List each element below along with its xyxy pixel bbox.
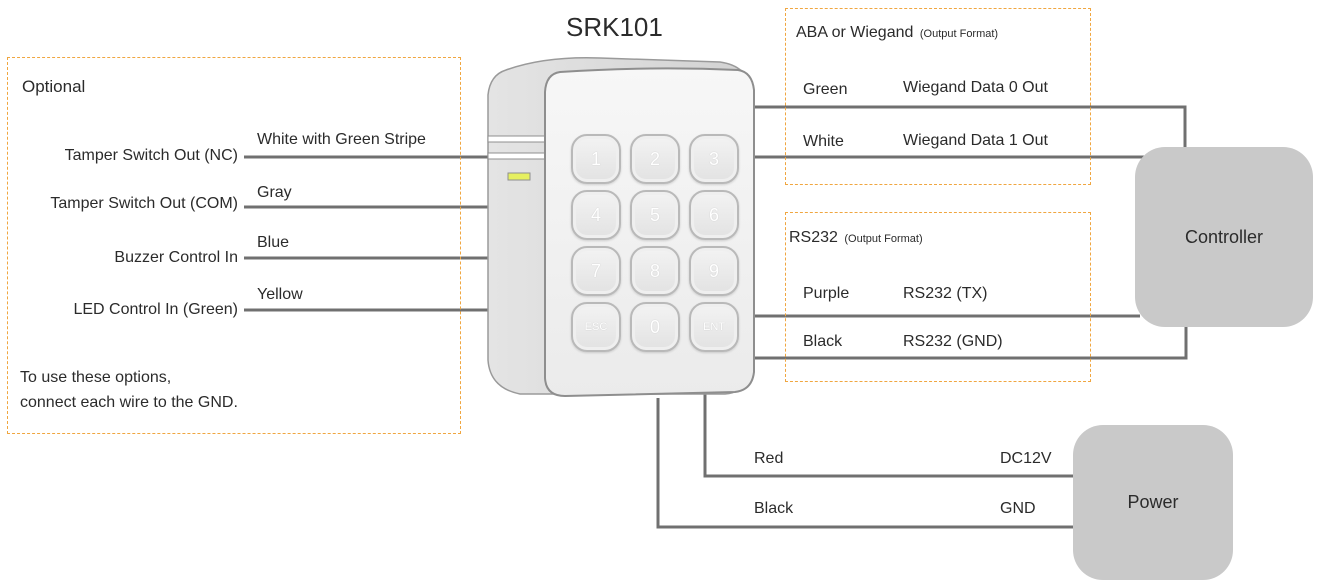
power-box: Power (1073, 425, 1233, 580)
power-wire-red: Red (754, 450, 784, 467)
side-led (507, 172, 531, 181)
wire-power-black (656, 398, 1078, 529)
rs232-wire-black: Black (803, 333, 843, 350)
optional-wire-tamper-nc: White with Green Stripe (257, 131, 426, 148)
optional-heading: Optional (22, 77, 86, 96)
rs232-subheading: (Output Format) (844, 233, 923, 245)
aba-wire-green: Green (803, 81, 848, 98)
key-esc: ESC (571, 302, 621, 352)
optional-wire-tamper-com: Gray (257, 184, 292, 201)
optional-note-line1: To use these options, (20, 369, 172, 386)
key-9: 9 (689, 246, 739, 296)
key-2: 2 (630, 134, 680, 184)
key-5: 5 (630, 190, 680, 240)
key-4: 4 (571, 190, 621, 240)
optional-label-tamper-nc: Tamper Switch Out (NC) (64, 147, 238, 164)
controller-box: Controller (1135, 147, 1313, 327)
rs232-signal-tx: RS232 (TX) (903, 285, 988, 302)
power-wire-black: Black (754, 500, 794, 517)
rs232-heading-row: RS232 (Output Format) (789, 229, 923, 247)
optional-box (7, 57, 461, 434)
power-signal-gnd: GND (1000, 500, 1036, 517)
aba-wiegand-heading: ABA or Wiegand (796, 24, 914, 41)
side-slot-2 (487, 152, 549, 160)
controller-label: Controller (1184, 226, 1264, 247)
key-8: 8 (630, 246, 680, 296)
key-0: 0 (630, 302, 680, 352)
aba-wiegand-subheading: (Output Format) (919, 28, 999, 40)
key-3: 3 (689, 134, 739, 184)
optional-note-line2: connect each wire to the GND. (20, 394, 238, 411)
wire-power-red (703, 392, 1078, 478)
key-7: 7 (571, 246, 621, 296)
aba-wire-white: White (803, 133, 844, 150)
rs232-box (785, 212, 1091, 382)
optional-label-buzzer: Buzzer Control In (114, 249, 238, 266)
aba-signal-d0: Wiegand Data 0 Out (903, 79, 1048, 96)
power-label: Power (1127, 492, 1179, 512)
rs232-signal-gnd: RS232 (GND) (903, 333, 1003, 350)
key-1: 1 (571, 134, 621, 184)
side-slot-1 (487, 135, 549, 143)
aba-wiegand-box (785, 8, 1091, 185)
key-ent: ENT (689, 302, 739, 352)
aba-wiegand-heading-row: ABA or Wiegand (Output Format) (796, 24, 998, 42)
device-title: SRK101 (566, 12, 663, 42)
power-signal-dc12v: DC12V (1000, 450, 1052, 467)
optional-label-tamper-com: Tamper Switch Out (COM) (50, 195, 238, 212)
optional-wire-buzzer: Blue (257, 234, 290, 251)
aba-signal-d1: Wiegand Data 1 Out (903, 132, 1048, 149)
rs232-heading: RS232 (789, 229, 838, 246)
optional-label-led: LED Control In (Green) (73, 301, 238, 318)
optional-wire-led: Yellow (257, 286, 303, 303)
rs232-wire-purple: Purple (803, 285, 850, 302)
key-6: 6 (689, 190, 739, 240)
wire-wiegand-d0 (748, 105, 1187, 150)
wire-rs232-gnd (748, 325, 1188, 360)
